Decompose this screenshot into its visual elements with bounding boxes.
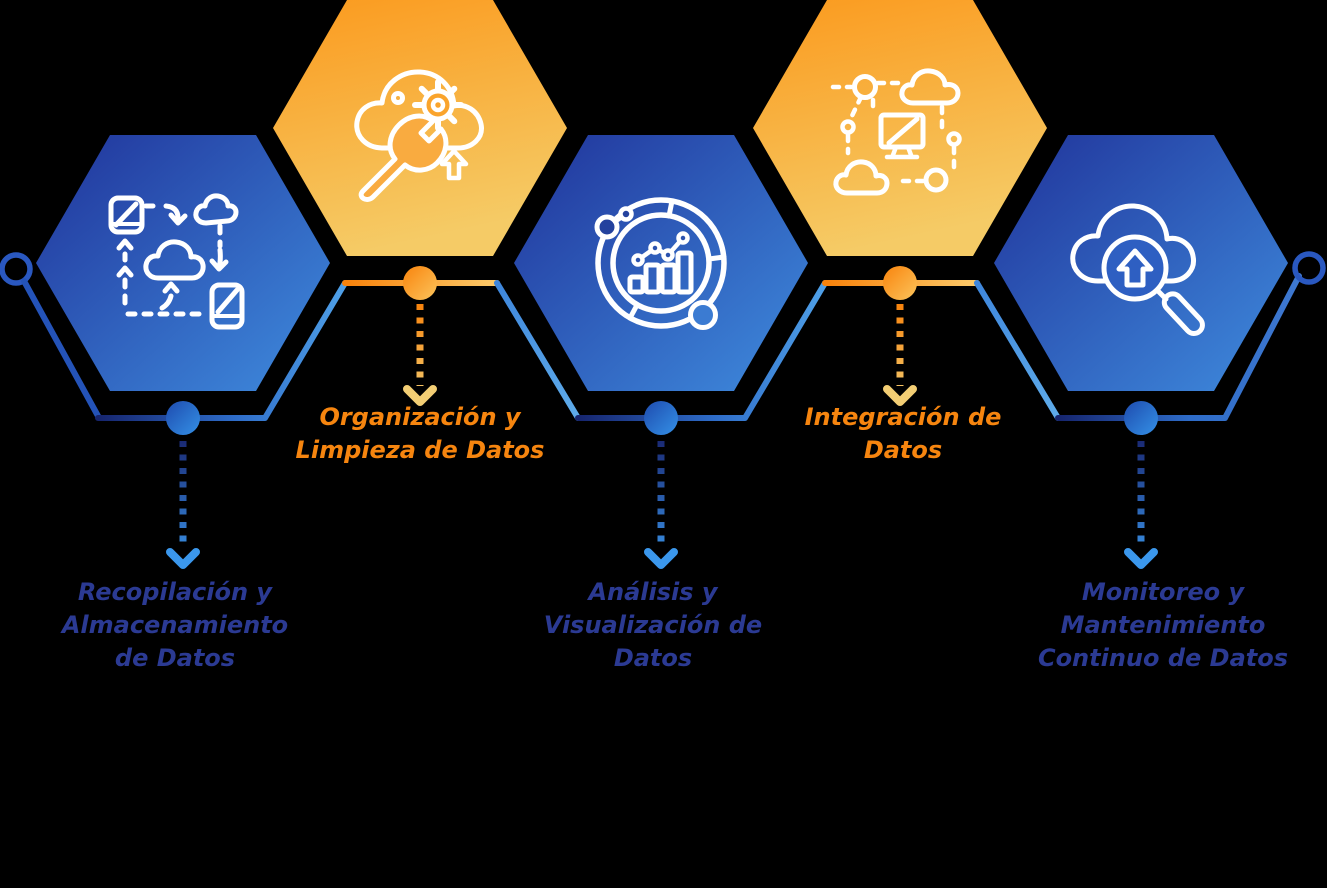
dotted-arrow-5 xyxy=(1124,441,1158,569)
step-label-3: Análisis y Visualización de Datos xyxy=(543,578,763,672)
chain-segment-7 xyxy=(1055,273,1302,421)
arrow-down-icon xyxy=(166,548,200,569)
step-nodes xyxy=(166,266,1158,435)
step-node-2 xyxy=(403,266,437,300)
chain-segment-left xyxy=(21,278,101,419)
chain-segment-4 xyxy=(575,280,828,421)
start-ring xyxy=(0,252,33,286)
dotted-arrow-2 xyxy=(403,304,437,406)
end-ring xyxy=(1292,251,1326,285)
dotted-arrow-4 xyxy=(883,304,917,406)
hexagon-step-5 xyxy=(994,135,1288,391)
arrow-down-icon xyxy=(883,385,917,406)
arrow-down-icon xyxy=(403,385,437,406)
dotted-arrow-3 xyxy=(644,441,678,569)
step-label-2: Organización y Limpieza de Datos xyxy=(295,403,545,464)
device-cloud-network-icon xyxy=(830,68,962,196)
hexagon-step-2 xyxy=(273,0,567,256)
hexagon-step-3 xyxy=(514,135,808,391)
cloud-search-icon xyxy=(1070,203,1205,336)
hexagon-step-1 xyxy=(36,135,330,391)
step-node-1 xyxy=(166,401,200,435)
step-node-3 xyxy=(644,401,678,435)
hexagon-step-4 xyxy=(753,0,1047,256)
chain-segment-6 xyxy=(974,280,1061,421)
data-sync-icon xyxy=(108,193,245,330)
chain-segment-1 xyxy=(95,280,348,421)
chain-segment-3 xyxy=(494,280,581,421)
dotted-arrows xyxy=(166,304,1158,569)
analytics-ring-chart-icon xyxy=(594,197,727,330)
step-label-1: Recopilación y Almacenamiento de Datos xyxy=(61,578,289,672)
step-node-4 xyxy=(883,266,917,300)
cloud-gear-wrench-icon xyxy=(354,69,484,202)
arrow-down-icon xyxy=(1124,548,1158,569)
step-label-5: Monitoreo y Mantenimiento Continuo de Da… xyxy=(1037,578,1289,672)
connector-chain xyxy=(0,251,1326,421)
dotted-arrow-1 xyxy=(166,441,200,569)
step-label-4: Integración de Datos xyxy=(804,403,1002,464)
step-node-5 xyxy=(1124,401,1158,435)
arrow-down-icon xyxy=(644,548,678,569)
